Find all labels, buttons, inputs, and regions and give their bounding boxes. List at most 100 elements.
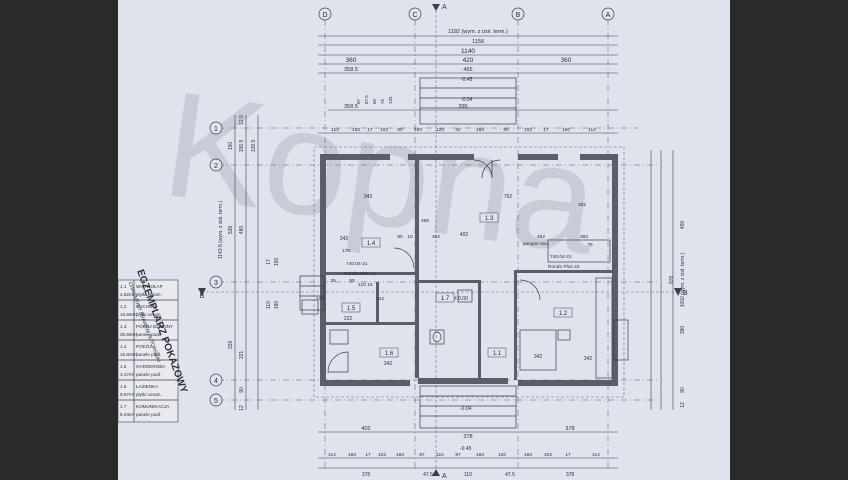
svg-text:35: 35: [330, 278, 336, 284]
svg-text:462: 462: [537, 234, 545, 240]
legend-row: 1.1 4.52m² WIATROŁAP płytki ceram.: [118, 284, 178, 301]
svg-text:362: 362: [578, 202, 586, 208]
svg-text:KUCHNIA: KUCHNIA: [136, 304, 158, 309]
svg-text:114: 114: [588, 127, 596, 133]
svg-text:242: 242: [340, 236, 349, 242]
legend-row: 1.7 6.44m² KOMUNIKACJA panele podł.: [120, 404, 170, 417]
axis-label-b: B: [516, 12, 521, 19]
axis-bubble-c: [408, 7, 422, 21]
section-mark-b-right: B: [683, 290, 688, 297]
svg-text:6.44m²: 6.44m²: [120, 412, 135, 417]
svg-text:12: 12: [239, 405, 245, 411]
level-minus-045-bottom: -0.45: [460, 446, 472, 452]
room-1-6-label: 1.6: [385, 351, 394, 357]
svg-text:110: 110: [358, 282, 366, 288]
svg-text:Rondo Plus 14: Rondo Plus 14: [344, 271, 376, 277]
dim-360-right: 360: [561, 57, 572, 64]
level-minus-045-top: -0.45: [461, 77, 473, 83]
svg-text:90: 90: [397, 127, 403, 133]
svg-text:35.68m²: 35.68m²: [120, 332, 137, 337]
axis-bubble-d: [318, 7, 332, 21]
svg-text:POKÓJ DZIENNY: POKÓJ DZIENNY: [136, 323, 173, 329]
svg-text:1.4: 1.4: [120, 344, 127, 349]
svg-text:KOMUNIKACJA: KOMUNIKACJA: [136, 404, 170, 409]
svg-text:17: 17: [365, 452, 371, 458]
dim-358-5b: 358.5: [344, 104, 358, 110]
svg-text:378: 378: [362, 472, 371, 478]
svg-text:87: 87: [455, 452, 461, 458]
svg-text:378: 378: [565, 426, 574, 432]
svg-text:150: 150: [476, 127, 484, 133]
svg-text:102: 102: [524, 127, 532, 133]
svg-text:90: 90: [239, 387, 245, 393]
svg-text:342: 342: [584, 356, 593, 362]
axis-label-a: A: [606, 12, 611, 19]
svg-text:75: 75: [380, 98, 385, 104]
svg-text:120: 120: [436, 127, 444, 133]
svg-text:9.57m²: 9.57m²: [120, 392, 135, 397]
dim-420: 420: [463, 57, 474, 64]
room-legend-table: 1.1 4.52m² WIATROŁAP płytki ceram. 1.2 1…: [118, 279, 179, 423]
svg-text:378: 378: [463, 434, 472, 440]
svg-text:378: 378: [566, 472, 575, 478]
svg-text:102: 102: [380, 127, 388, 133]
svg-text:parapet nisu: parapet nisu: [523, 241, 548, 246]
svg-text:120: 120: [498, 452, 506, 458]
svg-text:3.47m²: 3.47m²: [120, 372, 135, 377]
drawing-sheet: Kopna D C B A 1 2 3 4 5 1182 (wym. z i: [118, 0, 730, 480]
svg-text:17: 17: [565, 452, 571, 458]
svg-text:WIATROŁAP: WIATROŁAP: [136, 284, 163, 289]
svg-text:495: 495: [421, 218, 429, 224]
dim-395: 395: [458, 104, 467, 110]
svg-text:150: 150: [352, 127, 360, 133]
svg-text:płytki ceram.: płytki ceram.: [136, 312, 162, 317]
axis-bubble-a: [601, 7, 615, 21]
exterior-walls: [313, 146, 625, 398]
axis-label-5: 5: [214, 398, 218, 405]
dim-465: 465: [463, 67, 472, 73]
svg-text:110: 110: [464, 472, 472, 478]
svg-text:60: 60: [372, 98, 377, 104]
axis-label-1: 1: [214, 126, 218, 133]
entrance-steps-bottom: -0.04 -0.45: [419, 385, 517, 452]
bottom-dimensions: 402 378 378 114 150 17 102 150 87 110 87…: [318, 426, 618, 478]
svg-text:402: 402: [361, 426, 370, 432]
svg-text:110: 110: [436, 452, 444, 458]
section-mark-a-top: A: [442, 4, 447, 11]
level-minus-004-bottom: -0.04: [460, 406, 472, 412]
svg-text:114: 114: [331, 127, 339, 133]
room-1-3-label: 1.3: [485, 216, 494, 222]
svg-text:222: 222: [344, 316, 353, 322]
axis-label-c: C: [412, 12, 417, 19]
svg-text:1.1: 1.1: [120, 284, 127, 289]
svg-text:390: 390: [680, 326, 686, 335]
svg-text:87.5: 87.5: [364, 95, 369, 104]
svg-text:360: 360: [580, 234, 588, 240]
room-1-5-label: 1.5: [347, 306, 356, 312]
axis-label-d: D: [322, 12, 327, 19]
svg-text:47.5: 47.5: [505, 472, 515, 478]
svg-text:12.5: 12.5: [239, 115, 245, 125]
top-dimensions: 1182 (wym. z izol. term.) 1158 1140 360 …: [318, 29, 618, 134]
svg-text:539: 539: [228, 226, 234, 235]
legend-row: 1.2 15.66m² KUCHNIA płytki ceram.: [118, 304, 178, 321]
svg-text:402: 402: [460, 232, 469, 238]
svg-text:114: 114: [592, 452, 600, 458]
svg-text:1143.5 (wym. z izol. term.): 1143.5 (wym. z izol. term.): [218, 201, 224, 260]
svg-text:Rondo Plus 22: Rondo Plus 22: [548, 264, 580, 270]
svg-text:150: 150: [274, 258, 280, 267]
svg-text:1.6: 1.6: [120, 384, 127, 389]
svg-text:17: 17: [367, 127, 373, 133]
svg-text:1.7: 1.7: [120, 404, 127, 409]
svg-text:110: 110: [266, 301, 272, 309]
svg-text:114: 114: [328, 452, 336, 458]
svg-text:15.66m²: 15.66m²: [120, 312, 137, 317]
svg-text:± 0.00: ± 0.00: [454, 296, 468, 302]
floor-plan-drawing: Kopna D C B A 1 2 3 4 5 1182 (wym. z i: [118, 4, 688, 480]
svg-text:150: 150: [476, 452, 484, 458]
doors-and-fixtures: [299, 159, 629, 379]
svg-text:87: 87: [356, 98, 361, 104]
svg-text:panele podł.: panele podł.: [136, 372, 161, 377]
svg-text:978: 978: [669, 276, 675, 285]
svg-text:321: 321: [239, 351, 245, 360]
